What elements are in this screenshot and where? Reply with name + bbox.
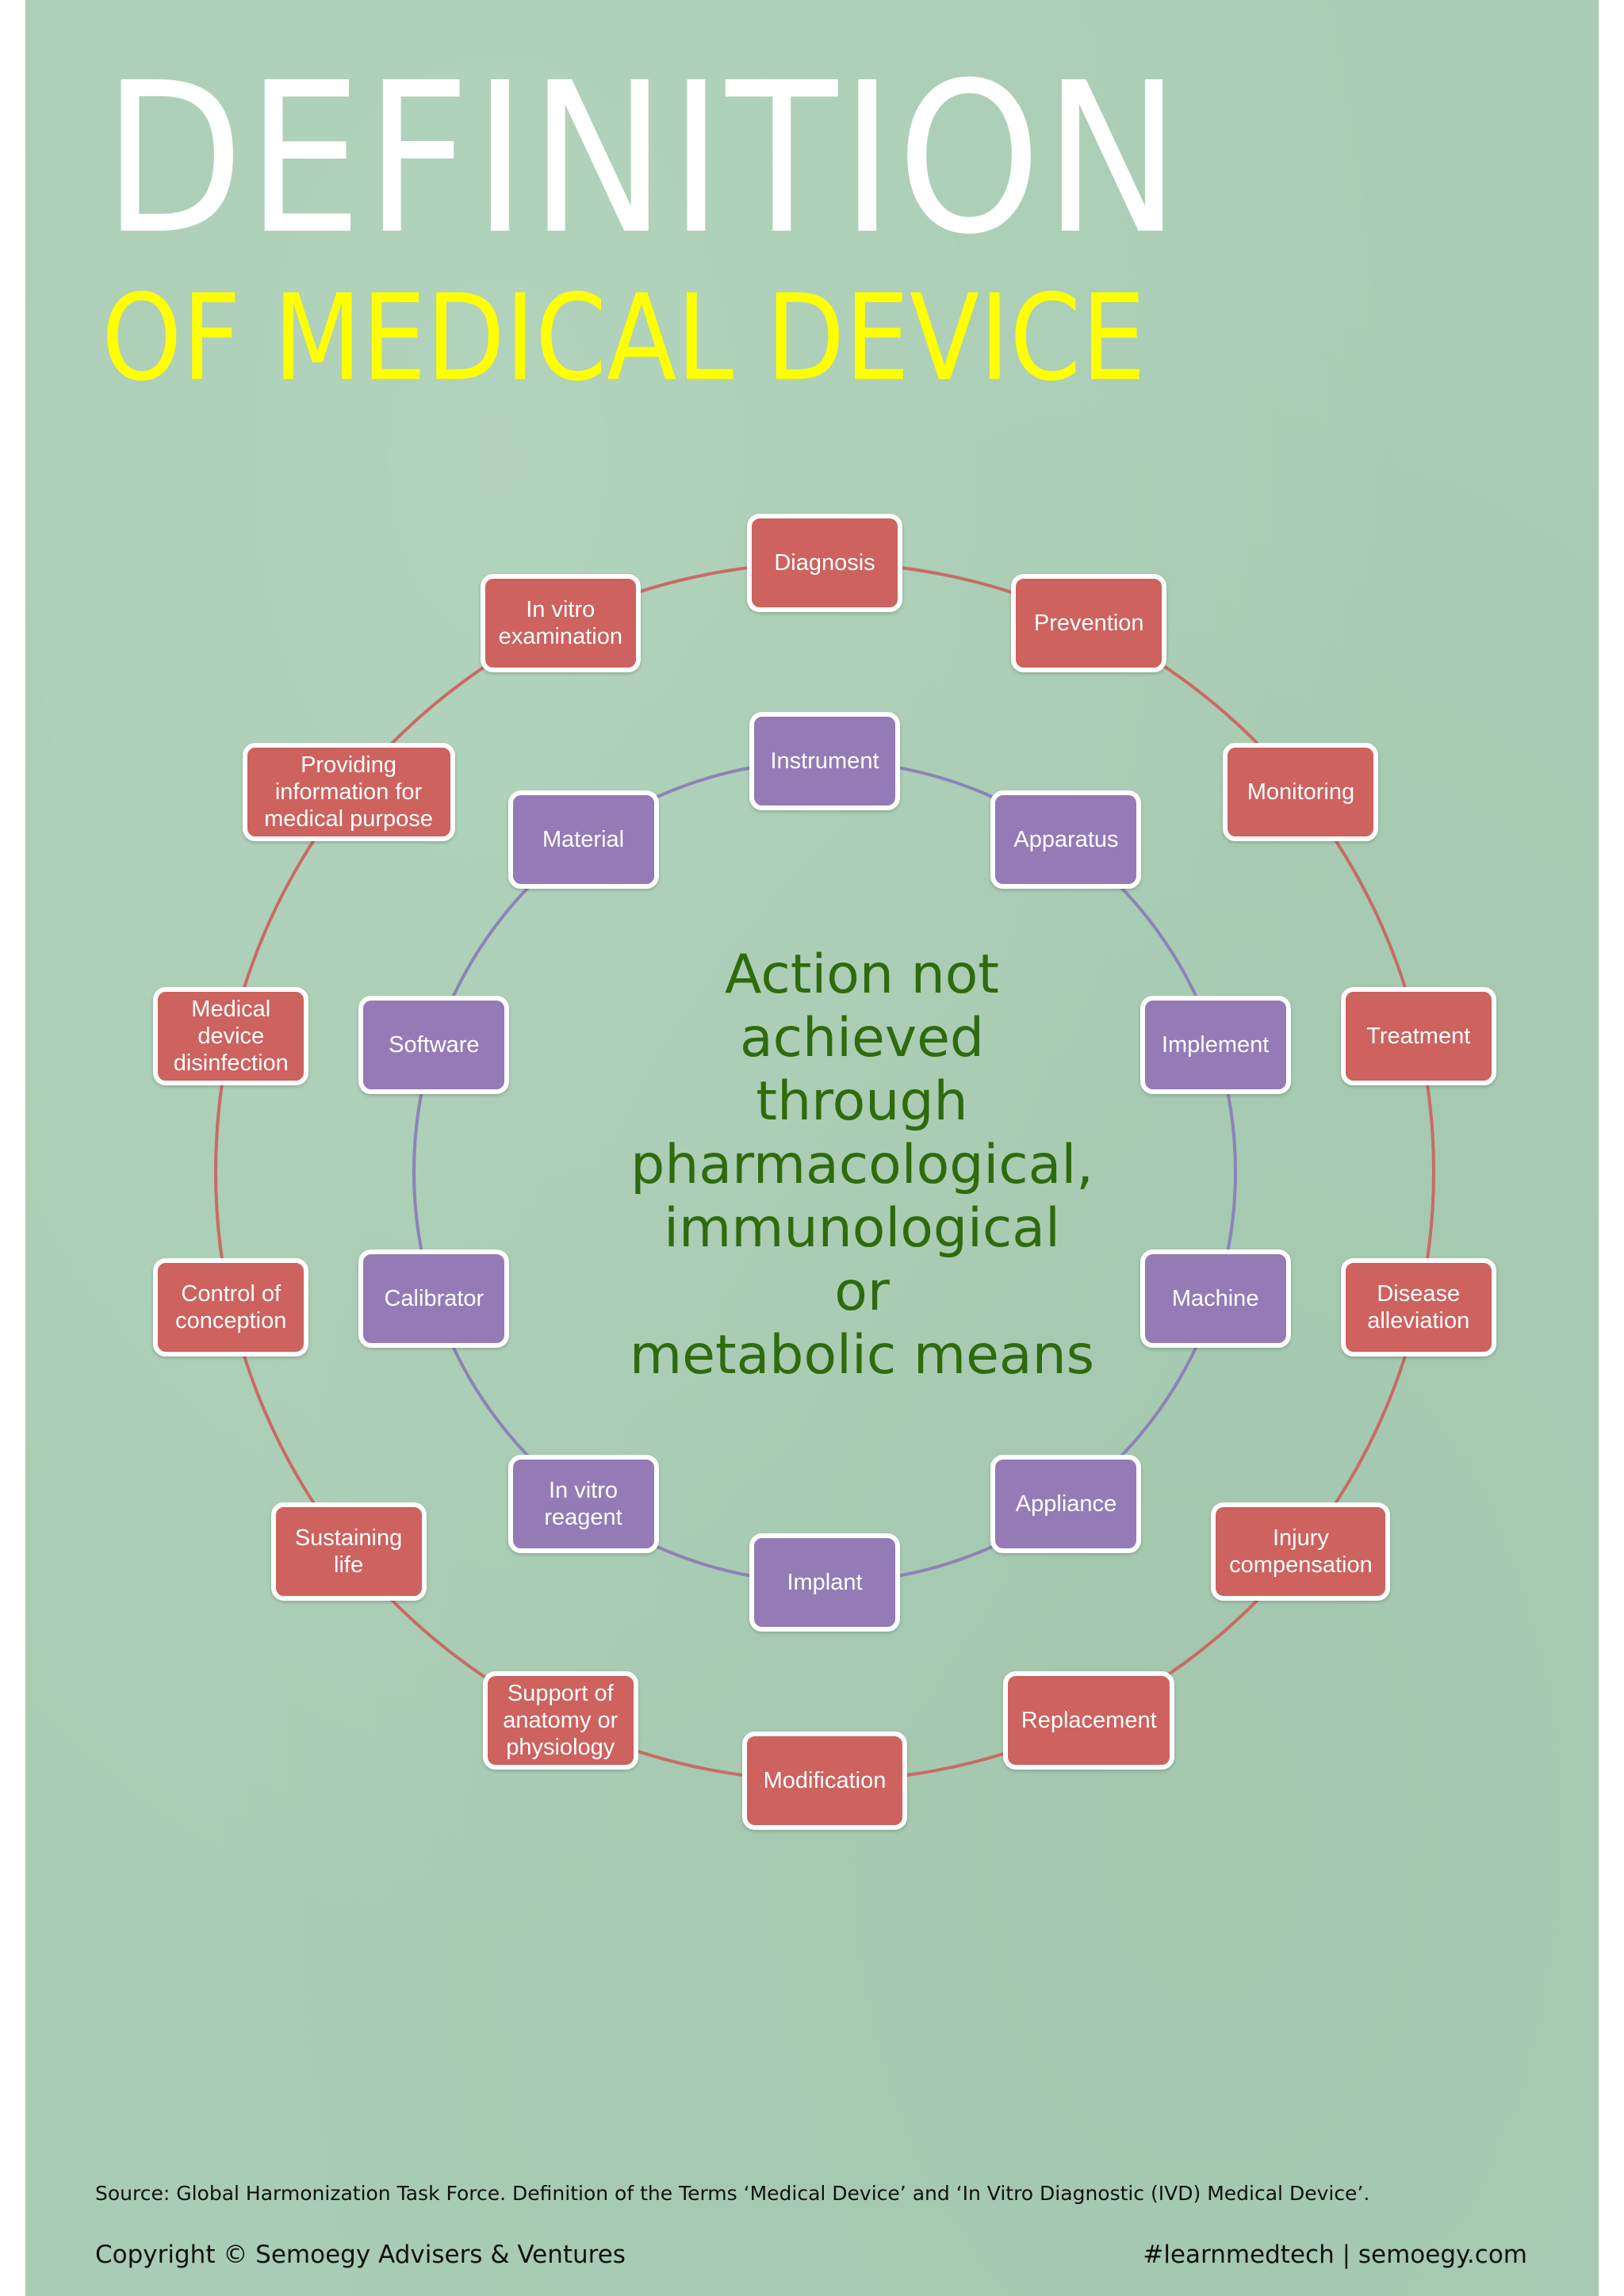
outer-node-providing-information: Providing information for medical purpos…	[242, 743, 455, 842]
outer-node-monitoring: Monitoring	[1223, 743, 1379, 842]
inner-node-implant: Implant	[749, 1533, 900, 1632]
outer-node-disease-alleviation: Disease alleviation	[1340, 1257, 1496, 1357]
outer-node-injury-compensation: Injury compensation	[1211, 1502, 1391, 1601]
outer-node-in-vitro-examination: In vitro examination	[480, 574, 641, 673]
outer-node-modification: Modification	[742, 1732, 907, 1830]
inner-node-apparatus: Apparatus	[990, 790, 1142, 889]
poster: DEFINITION OF MEDICAL DEVICE Diagnosis P…	[25, 0, 1599, 2296]
copyright-notice: Copyright © Semoegy Advisers & Ventures	[95, 2241, 626, 2269]
outer-node-device-disinfection: Medical device disinfection	[153, 987, 309, 1086]
outer-node-treatment: Treatment	[1340, 987, 1496, 1086]
outer-node-control-of-conception: Control of conception	[153, 1257, 309, 1357]
inner-node-implement: Implement	[1139, 995, 1291, 1094]
inner-node-machine: Machine	[1139, 1249, 1291, 1349]
outer-node-prevention: Prevention	[1011, 574, 1167, 673]
source-citation: Source: Global Harmonization Task Force.…	[95, 2182, 1370, 2205]
definition-diagram: Diagnosis Prevention Monitoring Treatmen…	[25, 0, 1599, 2296]
tagline-link: #learnmedtech | semoegy.com	[1143, 2241, 1527, 2269]
inner-node-appliance: Appliance	[990, 1455, 1142, 1554]
center-statement: Action not achieved through pharmacologi…	[629, 943, 1095, 1387]
outer-node-support-of-anatomy: Support of anatomy or physiology	[482, 1670, 638, 1770]
inner-node-software: Software	[358, 995, 510, 1094]
inner-node-material: Material	[508, 790, 659, 889]
outer-node-replacement: Replacement	[1003, 1670, 1175, 1770]
page-subtitle: OF MEDICAL DEVICE	[102, 270, 1146, 408]
inner-node-calibrator: Calibrator	[358, 1249, 510, 1349]
outer-node-diagnosis: Diagnosis	[747, 514, 902, 612]
page-title: DEFINITION	[103, 38, 1184, 280]
inner-node-instrument: Instrument	[749, 712, 900, 810]
outer-node-sustaining-life: Sustaining life	[270, 1502, 427, 1601]
inner-node-in-vitro-reagent: In vitro reagent	[508, 1455, 659, 1554]
